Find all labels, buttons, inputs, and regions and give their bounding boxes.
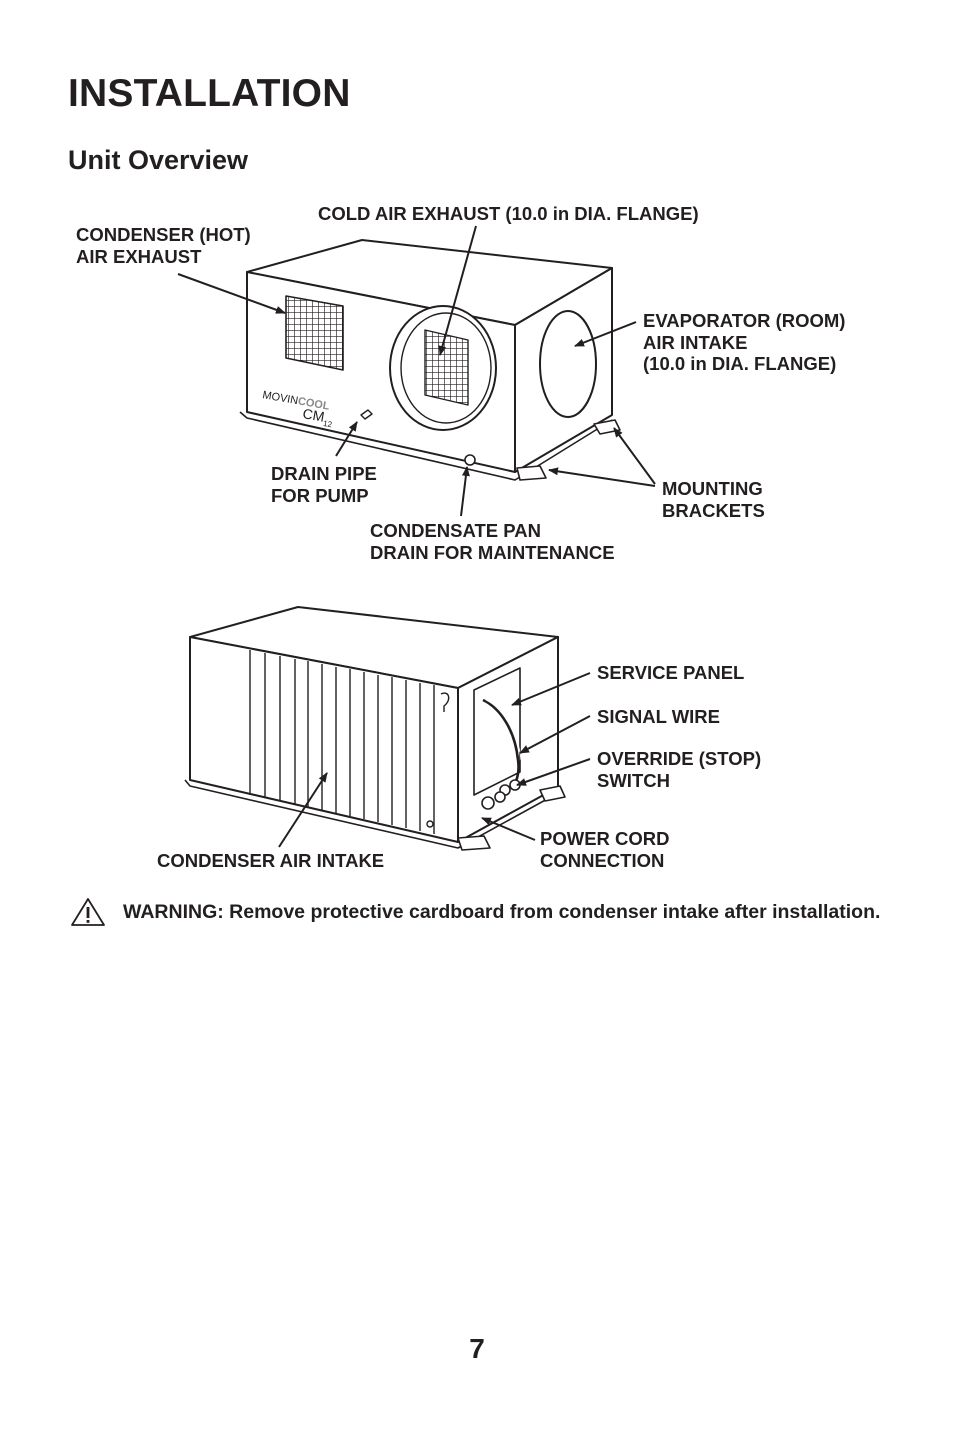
label-service-panel: SERVICE PANEL xyxy=(597,662,745,683)
label-condenser-air-intake: CONDENSER AIR INTAKE xyxy=(157,850,385,871)
label-signal-wire: SIGNAL WIRE xyxy=(597,706,720,727)
warning-message: WARNING: Remove protective cardboard fro… xyxy=(123,901,881,923)
warning-triangle-icon xyxy=(71,898,105,926)
unit-diagram: MOVINCOOL CM12 xyxy=(177,225,656,851)
page-number: 7 xyxy=(469,1333,485,1364)
label-power-cord-connection: POWER CORD CONNECTION xyxy=(540,828,670,871)
label-drain-pipe-for-pump: DRAIN PIPE FOR PUMP xyxy=(271,463,377,506)
top-leader-lines xyxy=(177,225,656,517)
top-unit-drawing xyxy=(239,239,621,481)
label-evaporator-air-intake: EVAPORATOR (ROOM) AIR INTAKE (10.0 in DI… xyxy=(643,310,846,374)
label-condenser-hot-air-exhaust: CONDENSER (HOT) AIR EXHAUST xyxy=(76,224,251,267)
label-condensate-pan-drain: CONDENSATE PAN DRAIN FOR MAINTENANCE xyxy=(370,520,615,563)
label-cold-air-exhaust: COLD AIR EXHAUST (10.0 in DIA. FLANGE) xyxy=(318,203,699,224)
page-title: INSTALLATION xyxy=(68,72,351,115)
bottom-leader-lines xyxy=(278,672,591,848)
bottom-unit-drawing xyxy=(184,606,566,851)
label-override-stop-switch: OVERRIDE (STOP) SWITCH xyxy=(597,748,762,791)
label-mounting-brackets: MOUNTING BRACKETS xyxy=(662,478,765,521)
section-title: Unit Overview xyxy=(68,145,249,175)
